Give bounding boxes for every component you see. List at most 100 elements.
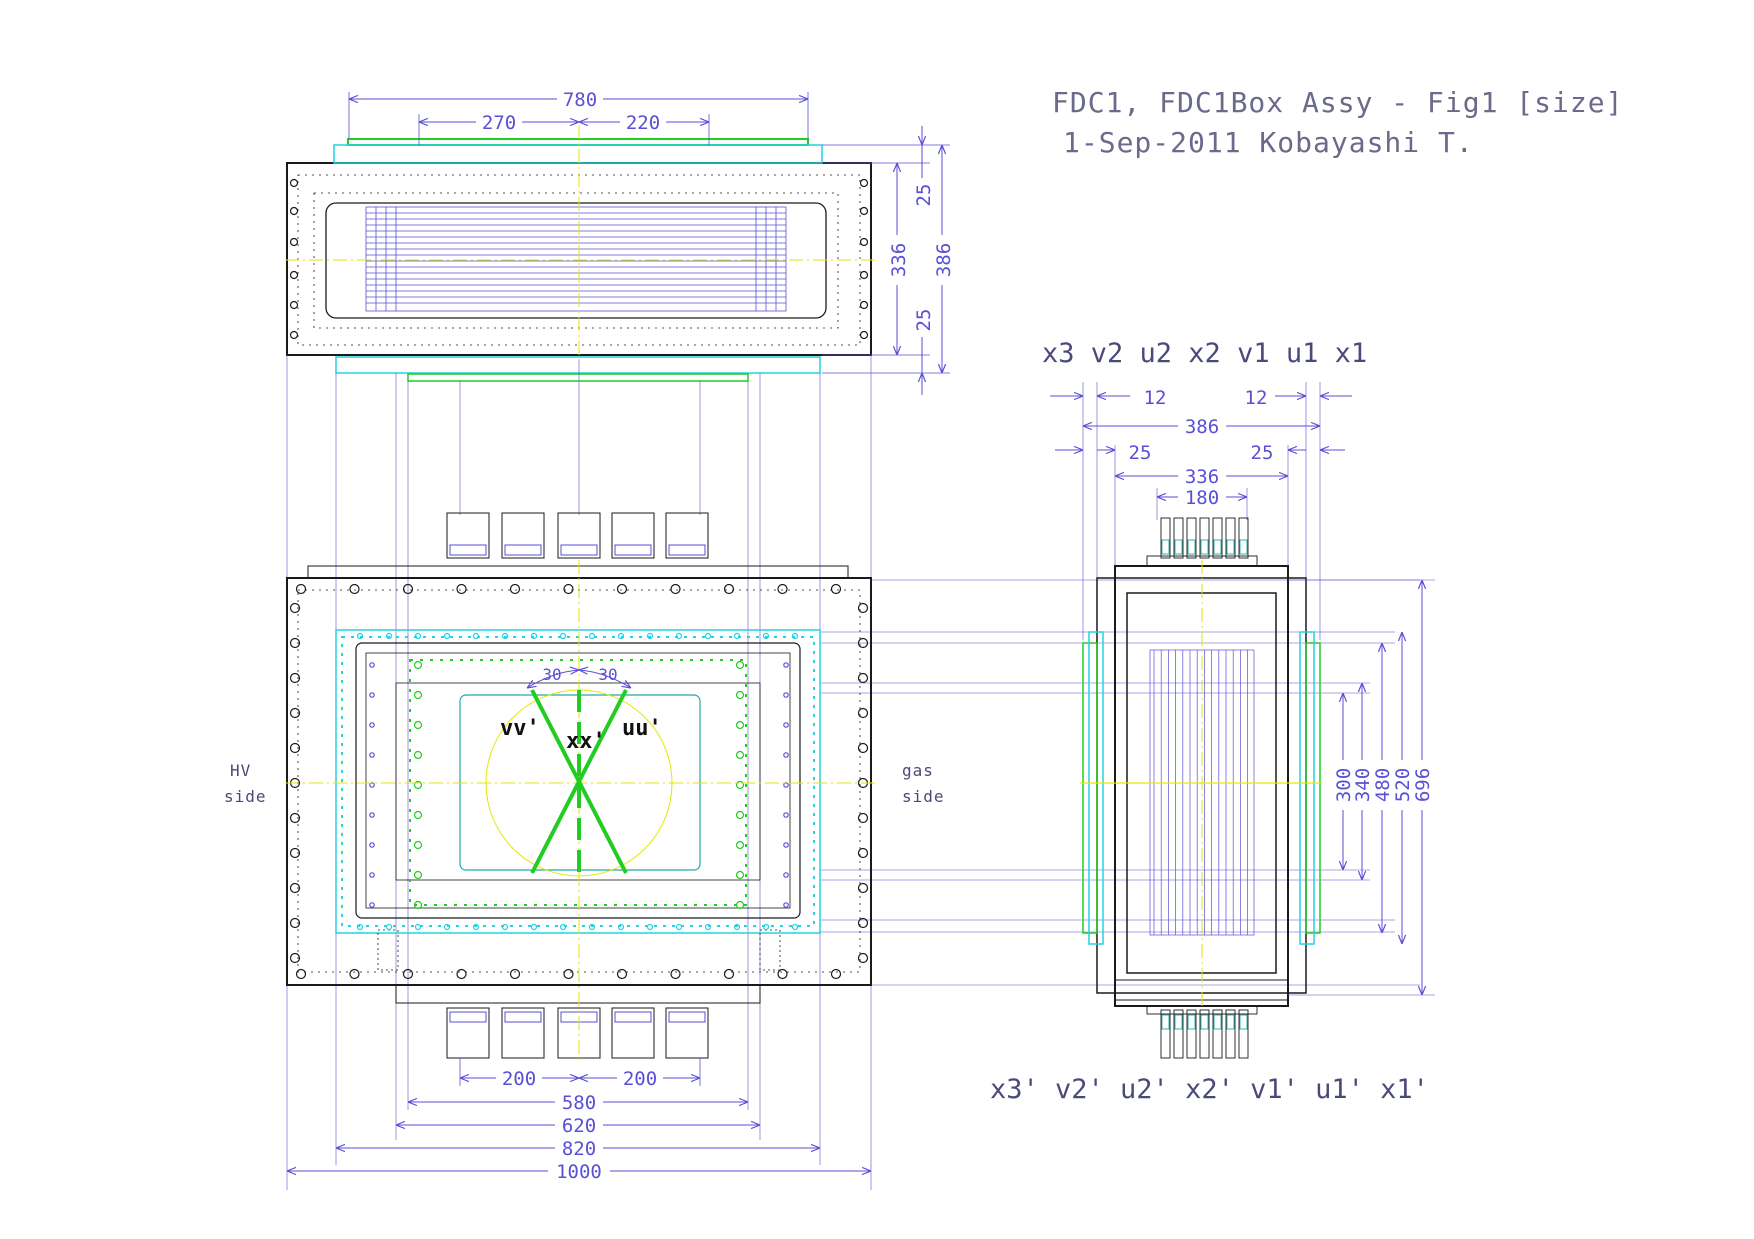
connector: [1161, 539, 1170, 555]
bolt: [414, 923, 422, 931]
bolt: [413, 870, 423, 880]
dim-386: 386: [933, 243, 955, 277]
bolt: [704, 632, 712, 640]
dim-820: 820: [562, 1138, 596, 1160]
bolt: [675, 632, 683, 640]
bolt: [369, 692, 375, 698]
bolt: [646, 923, 654, 931]
wire-label-uu: uu': [622, 716, 662, 741]
connector: [1238, 1009, 1249, 1059]
bolt: [704, 923, 712, 931]
connector: [1186, 517, 1197, 559]
bolt: [857, 707, 869, 719]
front-chamber-frame: [355, 642, 801, 919]
side-left-cyan: [1088, 631, 1104, 945]
bolt: [443, 923, 451, 931]
connector: [1199, 1009, 1210, 1059]
bolt: [501, 632, 509, 640]
front-top-lid: [307, 565, 849, 579]
front-chamber-inner: [365, 652, 791, 909]
bolt: [356, 632, 364, 640]
bolt: [617, 632, 625, 640]
bolt: [289, 952, 301, 964]
bolt: [472, 923, 480, 931]
dim-300: 300: [1333, 768, 1355, 802]
bolt: [762, 632, 770, 640]
bolt: [783, 722, 789, 728]
bolt: [369, 752, 375, 758]
bolt: [369, 662, 375, 668]
bolt: [791, 923, 799, 931]
title-line-2: 1-Sep-2011 Kobayashi T.: [1063, 126, 1474, 159]
dim-480: 480: [1372, 768, 1394, 802]
connector: [1187, 539, 1196, 555]
bolt: [857, 917, 869, 929]
bolt: [369, 782, 375, 788]
bolt: [369, 902, 375, 908]
dim-270: 270: [482, 112, 516, 134]
top-view-cyan-plate: [333, 144, 823, 164]
connector: [1212, 1009, 1223, 1059]
bolt: [783, 752, 789, 758]
top-view-bottom-green: [407, 373, 749, 382]
bolt: [413, 720, 423, 730]
bolt: [289, 637, 301, 649]
wire-label-vv: vv': [500, 716, 540, 741]
connector: [1239, 539, 1248, 555]
dim-336-side: 336: [1185, 466, 1219, 488]
bolt: [509, 583, 521, 595]
dim-1000: 1000: [556, 1161, 602, 1183]
bolt: [783, 782, 789, 788]
bolt: [670, 968, 681, 980]
bolt: [563, 968, 574, 980]
bolt: [413, 780, 423, 790]
bolt: [385, 923, 393, 931]
bolt: [735, 720, 745, 730]
side-right-cyan: [1299, 631, 1315, 945]
connector: [1239, 1014, 1248, 1030]
bolt: [675, 923, 683, 931]
top-view-wire-stack: [365, 206, 787, 312]
bolt: [413, 900, 423, 910]
bolt: [369, 872, 375, 878]
bolt: [735, 810, 745, 820]
bolt: [735, 750, 745, 760]
dim-25-bottom: 25: [913, 309, 935, 332]
side-wire-stack: [1149, 649, 1255, 936]
bolt: [402, 968, 414, 980]
connector: [1174, 1014, 1183, 1030]
front-cyan-frame: [335, 629, 821, 934]
dim-200-right: 200: [623, 1068, 657, 1090]
bolt: [289, 882, 301, 894]
bolt: [456, 968, 467, 980]
wire-label-xx: xx': [566, 729, 606, 754]
bolt: [369, 842, 375, 848]
connector: [1174, 539, 1183, 555]
bolt: [783, 872, 789, 878]
bolt: [413, 690, 423, 700]
bolt: [563, 583, 574, 595]
connector: [1173, 517, 1184, 559]
bolt: [777, 583, 788, 595]
bolt: [356, 923, 364, 931]
bolt: [289, 672, 301, 684]
bolt: [783, 662, 789, 668]
bolt: [443, 632, 451, 640]
top-view: 780 270 220 336 386 25 25: [285, 88, 955, 395]
dim-340: 340: [1352, 768, 1374, 802]
side-view: x3 v2 u2 x2 v1 u1 x1 x3' v2' u2' x2' v1'…: [990, 338, 1435, 1105]
bolt: [735, 840, 745, 850]
bolt: [723, 968, 735, 980]
bolt: [530, 923, 538, 931]
bolt: [413, 660, 423, 670]
bolt: [791, 632, 799, 640]
top-view-bottom-cyan: [335, 356, 821, 374]
bolt: [588, 632, 596, 640]
side-layers-bottom: x3' v2' u2' x2' v1' u1' x1': [990, 1074, 1429, 1105]
bolt: [735, 660, 745, 670]
top-view-bolts: [289, 178, 869, 340]
bolt: [733, 632, 741, 640]
bolt: [289, 742, 301, 754]
bolt: [762, 923, 770, 931]
